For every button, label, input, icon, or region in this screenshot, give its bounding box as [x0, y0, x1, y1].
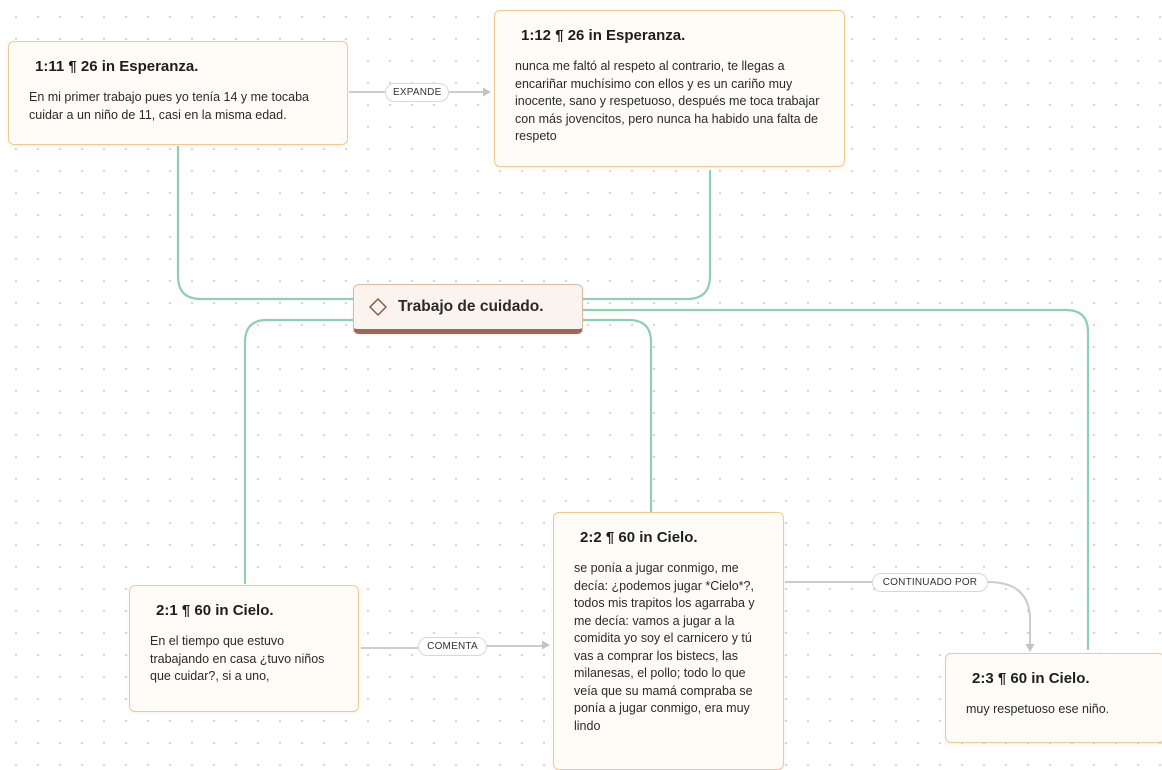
code-link-q2	[583, 170, 712, 301]
relation-label-continuado-por[interactable]: CONTINUADO POR	[872, 573, 988, 592]
code-link-q5	[583, 308, 1090, 650]
arrowhead-comenta	[542, 640, 550, 650]
arrowhead-expande	[483, 87, 491, 97]
relation-label-comenta[interactable]: COMENTA	[418, 637, 487, 656]
quotation-text: En mi primer trabajo pues yo tenía 14 y …	[29, 90, 310, 122]
quotation-card-2-2[interactable]: 2:2 ¶ 60 in Cielo. se ponía a jugar conm…	[553, 512, 784, 770]
relation-link-comenta	[361, 645, 542, 649]
code-label: Trabajo de cuidado.	[398, 298, 544, 315]
quotation-text: En el tiempo que estuvo trabajando en ca…	[150, 634, 325, 683]
quotation-text: nunca me faltó al respeto al contrario, …	[515, 59, 820, 143]
quotation-title: 2:3 ¶ 60 in Cielo.	[972, 670, 1090, 687]
relation-label-expande[interactable]: EXPANDE	[385, 83, 449, 102]
code-link-q4	[583, 318, 653, 512]
diamond-icon	[369, 298, 387, 316]
quotation-card-1-12[interactable]: 1:12 ¶ 26 in Esperanza. nunca me faltó a…	[494, 10, 845, 167]
quotation-title: 1:11 ¶ 26 in Esperanza.	[35, 58, 199, 75]
code-link-q3	[243, 318, 354, 584]
code-link-q1	[176, 146, 354, 301]
quotation-title: 2:1 ¶ 60 in Cielo.	[156, 602, 274, 619]
quotation-title: 1:12 ¶ 26 in Esperanza.	[521, 27, 686, 44]
code-node[interactable]: Trabajo de cuidado.	[353, 284, 583, 334]
quotation-card-1-11[interactable]: 1:11 ¶ 26 in Esperanza. En mi primer tra…	[8, 41, 348, 145]
arrowhead-continuado	[1025, 644, 1035, 652]
quotation-title: 2:2 ¶ 60 in Cielo.	[580, 529, 698, 546]
quotation-text: se ponía a jugar conmigo, me decía: ¿pod…	[574, 561, 755, 733]
quotation-card-2-3[interactable]: 2:3 ¶ 60 in Cielo. muy respetuoso ese ni…	[945, 653, 1162, 743]
relation-link-continuado	[785, 581, 1031, 644]
quotation-card-2-1[interactable]: 2:1 ¶ 60 in Cielo. En el tiempo que estu…	[129, 585, 359, 712]
quotation-text: muy respetuoso ese niño.	[966, 702, 1110, 716]
